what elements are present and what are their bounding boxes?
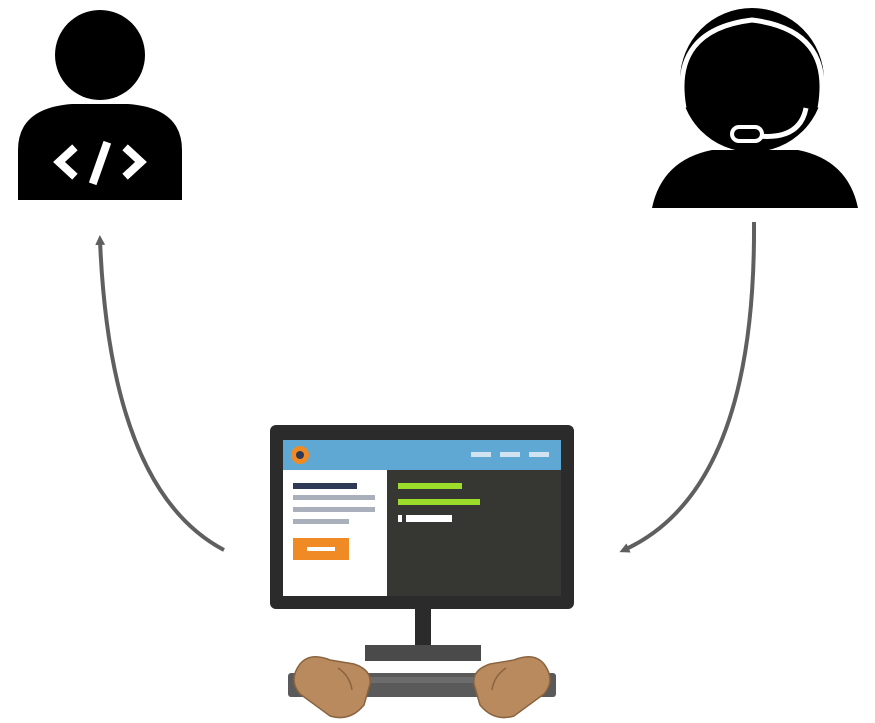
monitor-stand xyxy=(415,605,431,650)
developer-person-code-icon xyxy=(18,10,182,200)
support-agent-headset-icon xyxy=(652,8,858,208)
code-cursor xyxy=(398,515,402,522)
left-hand xyxy=(293,656,371,719)
code-brackets-icon xyxy=(53,140,147,186)
app-logo-icon xyxy=(291,446,309,464)
arrow-user-to-developer xyxy=(95,235,225,552)
header-nav-item xyxy=(500,452,520,457)
code-line xyxy=(398,499,480,505)
monitor-base xyxy=(365,645,481,661)
panel-text-line xyxy=(293,519,349,524)
panel-text-line xyxy=(293,495,375,500)
computer-user-typing-icon xyxy=(270,425,574,719)
panel-text-line xyxy=(293,507,375,512)
panel-title-line xyxy=(293,483,357,489)
header-nav-item xyxy=(529,452,549,457)
header-nav-item xyxy=(471,452,491,457)
panel-button-label-line xyxy=(307,547,335,551)
arrow-agent-to-user xyxy=(619,221,757,553)
screen-left-panel xyxy=(283,470,387,596)
code-line xyxy=(398,483,462,489)
code-line xyxy=(406,515,452,522)
right-hand xyxy=(473,656,551,719)
